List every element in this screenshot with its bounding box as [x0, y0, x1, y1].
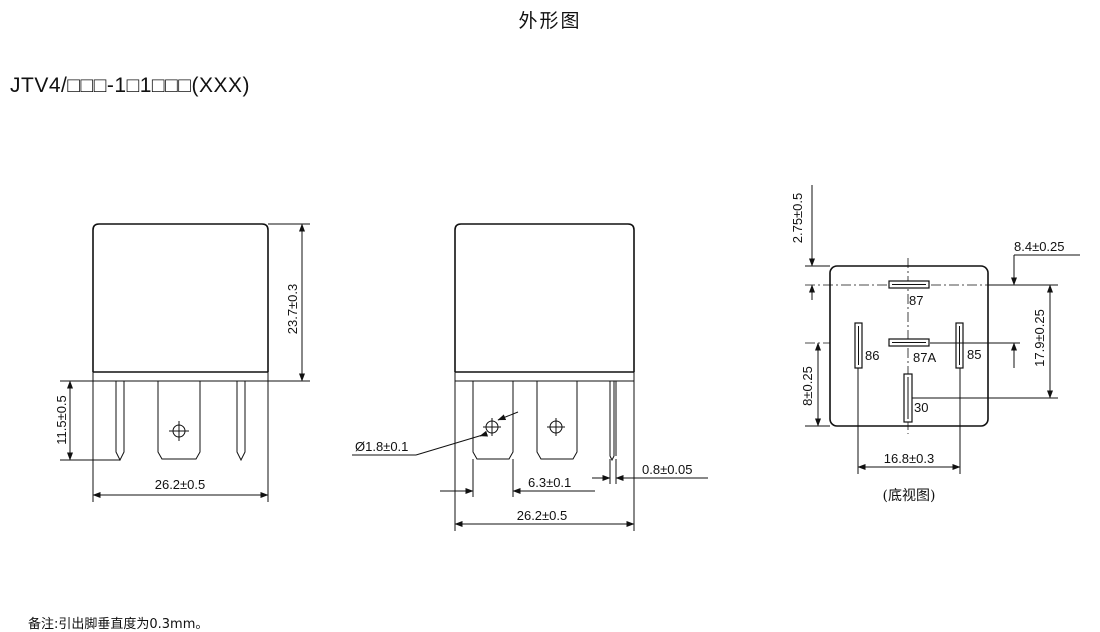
side-view: Ø1.8±0.1 6.3±0.1 0.8±0.05 26.2±0.5	[352, 223, 708, 531]
front-width-dim: 26.2±0.5	[155, 477, 206, 492]
bottom-view: 87 86 87A 85 30 2.75±0.5 8±0.25 8.4±0.25…	[790, 185, 1080, 504]
bottom-height-dim: 17.9±0.25	[1032, 309, 1047, 367]
footnote: 备注:引出脚垂直度为0.3mm。	[28, 617, 209, 632]
bottom-width-dim: 16.8±0.3	[884, 451, 935, 466]
front-pin-dim: 11.5±0.5	[54, 395, 69, 445]
side-hole-dim: Ø1.8±0.1	[355, 439, 408, 454]
side-thickness-dim: 0.8±0.05	[642, 462, 693, 477]
drawing-title: 外形图	[518, 10, 582, 32]
pin-85-label: 85	[967, 347, 981, 362]
front-height-dim: 23.7±0.3	[285, 284, 300, 335]
bottom-left-dim: 8±0.25	[800, 366, 815, 406]
pin-86-label: 86	[865, 348, 879, 363]
bottom-top-offset-dim: 2.75±0.5	[790, 193, 805, 244]
pin-87a-label: 87A	[913, 350, 936, 365]
front-view: 23.7±0.3 11.5±0.5 26.2±0.5	[54, 223, 310, 502]
bottom-view-caption: (底视图)	[883, 488, 936, 504]
pin-87-label: 87	[909, 293, 923, 308]
side-tab-width-dim: 6.3±0.1	[528, 475, 571, 490]
side-width-dim: 26.2±0.5	[517, 508, 568, 523]
model-number: JTV4/□□□-1□1□□□(XXX)	[10, 74, 250, 97]
bottom-right-offset-dim: 8.4±0.25	[1014, 239, 1065, 254]
pin-30-label: 30	[914, 400, 928, 415]
